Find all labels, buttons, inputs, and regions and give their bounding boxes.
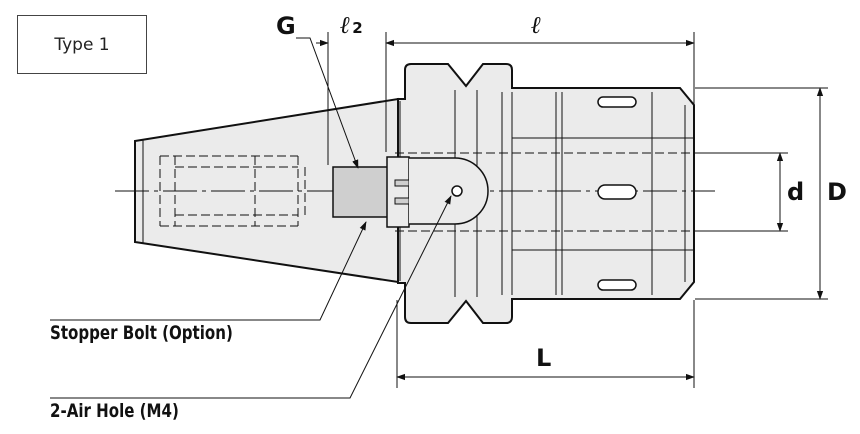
stopper-bolt-callout: Stopper Bolt (Option)	[50, 322, 233, 344]
leader-lines	[50, 37, 452, 399]
air-passage	[409, 157, 489, 225]
air-hole-callout: 2-Air Hole (M4)	[50, 400, 179, 422]
dim-l-label: ℓ	[531, 10, 541, 40]
air-hole	[451, 185, 463, 197]
stopper-slot-top	[394, 179, 410, 187]
dim-g-label: G	[276, 12, 296, 40]
type-label-box: Type 1	[17, 15, 147, 74]
dimension-arrows	[316, 39, 824, 381]
nut-slots	[597, 96, 637, 291]
dim-l-symbol: ℓ	[531, 10, 542, 39]
extension-lines	[327, 32, 828, 388]
stopper-slot-bottom	[394, 197, 410, 205]
internal-lines	[399, 90, 694, 297]
hidden-lines	[159, 152, 694, 232]
dim-l2-symbol: ℓ	[340, 10, 351, 39]
stopper-bolt	[332, 166, 396, 218]
stopper-bolt-head	[386, 156, 410, 228]
dim-D-label: D	[827, 178, 847, 206]
flange-body	[397, 63, 695, 324]
dim-l2-subscript: 2	[352, 19, 363, 37]
dim-L-label: L	[536, 344, 552, 372]
dim-d-label: d	[787, 178, 805, 206]
